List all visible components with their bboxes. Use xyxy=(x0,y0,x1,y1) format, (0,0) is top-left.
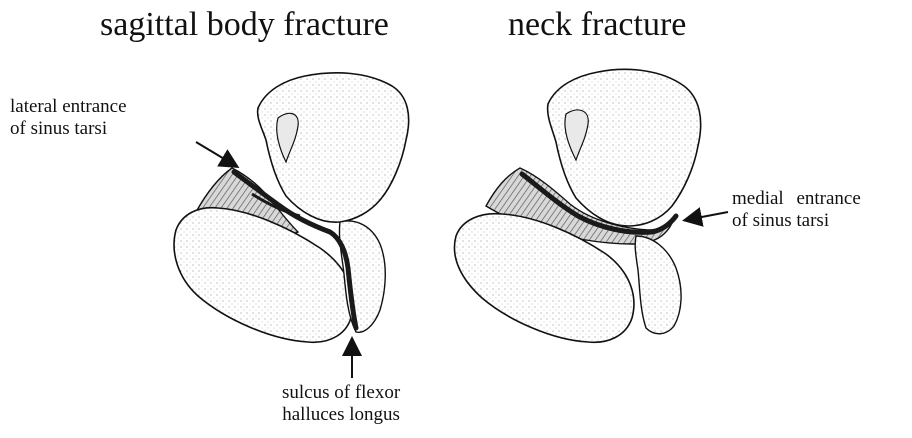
arrow-medial-entrance xyxy=(686,212,728,220)
label-sulcus-flexor: sulcus of flexor halluces longus xyxy=(282,382,400,426)
label-medial-entrance: medial entrance of sinus tarsi xyxy=(732,188,861,232)
right-talus-bone xyxy=(454,69,700,342)
arrow-lateral-entrance xyxy=(196,142,236,166)
label-lateral-line2: of sinus tarsi xyxy=(10,118,127,140)
label-lateral-line1: lateral entrance xyxy=(10,96,127,118)
left-talus-bone xyxy=(174,73,409,342)
label-sulcus-line1: sulcus of flexor xyxy=(282,382,400,404)
right-medial-body xyxy=(635,236,681,334)
label-sulcus-line2: halluces longus xyxy=(282,404,400,426)
label-medial-line1: medial entrance xyxy=(732,188,861,210)
label-lateral-entrance: lateral entrance of sinus tarsi xyxy=(10,96,127,140)
label-medial-line2: of sinus tarsi xyxy=(732,210,861,232)
